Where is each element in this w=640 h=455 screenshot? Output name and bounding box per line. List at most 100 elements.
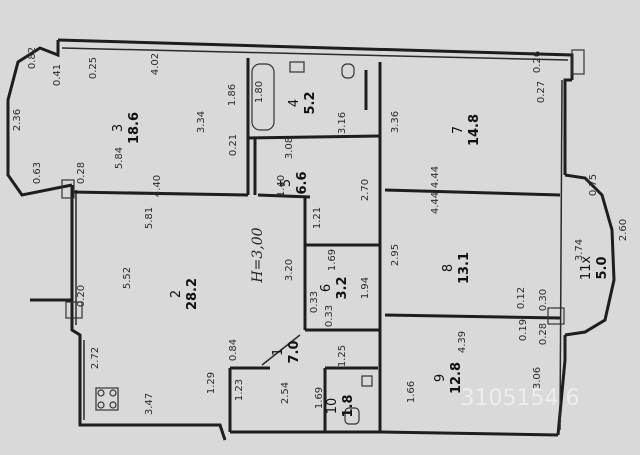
dimension-label: 3.34 [196, 111, 207, 133]
dimension-label: 0.28 [76, 162, 87, 184]
dimension-label: 4.44 [430, 166, 441, 188]
dimension-label: 0.25 [88, 57, 99, 79]
room-7-number: 7 [451, 126, 466, 134]
room-9-number: 9 [433, 374, 448, 382]
room-6-number: 6 [319, 284, 334, 292]
dimension-label: 0.82 [27, 47, 38, 69]
column-icon-4 [547, 307, 565, 325]
dimension-label: 3.06 [532, 367, 543, 389]
room-11x-label: 11x 5.0 [579, 256, 610, 281]
room-labels: 3 18.6 4 5.2 7 14.8 5 6.6 2 28.2 6 3.2 8… [111, 91, 610, 417]
dimension-label: 1.69 [314, 387, 325, 409]
bathtub-icon [251, 63, 275, 131]
dimension-label: 0.30 [538, 289, 549, 311]
dimension-label: 2.70 [360, 179, 371, 201]
dimension-label: 1.21 [312, 207, 323, 229]
dimension-label: 2.36 [12, 109, 23, 131]
dimension-label: 0.12 [516, 287, 527, 309]
dimension-labels: 0.82 0.41 0.25 4.02 2.36 3.34 1.86 1.80 … [12, 47, 629, 415]
room-2-number: 2 [169, 290, 184, 298]
dimension-label: 1.69 [327, 249, 338, 271]
dimension-label: 1.29 [206, 372, 217, 394]
toilet-icon [341, 63, 355, 79]
dimension-label: 3.16 [337, 112, 348, 134]
room-3-area: 18.6 [127, 112, 142, 144]
dimension-label: 0.19 [518, 319, 529, 341]
dimension-label: 3.20 [284, 259, 295, 281]
dimension-label: 0.84 [228, 339, 239, 361]
dimension-label: 2.72 [90, 347, 101, 369]
dimension-label: 2.54 [280, 382, 291, 404]
dimension-label: 0.33 [324, 305, 335, 327]
room-10-number: 10 [325, 398, 340, 415]
dimension-label: 1.80 [254, 81, 265, 103]
dimension-label: 3.47 [144, 393, 155, 415]
dimension-label: 1.94 [360, 277, 371, 299]
dimension-label: 5.81 [144, 207, 155, 229]
room-4-number: 4 [287, 99, 302, 107]
toilet-icon-2 [344, 407, 360, 425]
column-icon-2 [61, 179, 75, 199]
room-1-area: 7.0 [287, 340, 302, 363]
room-6-area: 3.2 [335, 276, 350, 299]
sink-icon-2 [361, 375, 373, 387]
dimension-label: 5.84 [114, 147, 125, 169]
room-10-label: 10 1.8 [325, 394, 356, 417]
room-3-number: 3 [111, 124, 126, 132]
room-7-label: 7 14.8 [451, 114, 482, 146]
dimension-label: 0.20 [76, 285, 87, 307]
dimension-label: 4.44 [430, 192, 441, 214]
bathroom-fixtures [61, 49, 585, 425]
room-8-number: 8 [441, 264, 456, 272]
dimension-label: 0.21 [228, 134, 239, 156]
dimension-label: 0.33 [309, 291, 320, 313]
dimension-label: 4.02 [150, 53, 161, 75]
room-4-area: 5.2 [303, 91, 318, 114]
dimension-label: 0.75 [588, 174, 599, 196]
sink-icon [289, 61, 305, 73]
dimension-label: 0.27 [536, 81, 547, 103]
room-1-number: 1 [271, 348, 286, 356]
dimension-label: 1.66 [406, 381, 417, 403]
dimension-label: 2.95 [390, 244, 401, 266]
room-2-area: 28.2 [185, 278, 200, 310]
room-11x-number: 11x [579, 256, 594, 281]
dimension-label: 0.28 [538, 323, 549, 345]
dimension-label: 3.74 [574, 239, 585, 261]
room-5-label: 5 6.6 [279, 171, 310, 194]
room-1-label: 1 7.0 [271, 340, 302, 363]
room-8-area: 13.1 [457, 252, 472, 284]
room-3-label: 3 18.6 [111, 112, 142, 144]
dimension-label: 3.08 [284, 137, 295, 159]
dimension-label: 0.26 [532, 51, 543, 73]
stove-icon [95, 387, 119, 411]
dimension-label: 3.36 [390, 111, 401, 133]
dimension-label: 1.40 [276, 175, 287, 197]
dimension-label: 5.52 [122, 267, 133, 289]
dimension-label: 4.40 [152, 175, 163, 197]
room-4-label: 4 5.2 [287, 91, 318, 114]
watermark: 3105154 6 [461, 386, 580, 411]
room-11x-area: 5.0 [595, 256, 610, 279]
ceiling-height-label: H=3,00 [250, 227, 266, 283]
room-5-number: 5 [279, 179, 294, 187]
dimension-label: 4.39 [457, 331, 468, 353]
dimension-label: 0.63 [32, 162, 43, 184]
room-9-area: 12.8 [449, 362, 464, 394]
room-10-area: 1.8 [341, 394, 356, 417]
room-2-label: 2 28.2 [169, 278, 200, 310]
dimension-label: 2.60 [618, 219, 629, 241]
dimension-label: 1.23 [234, 379, 245, 401]
column-icon [571, 49, 585, 75]
room-5-area: 6.6 [295, 171, 310, 194]
interior-walls [71, 58, 561, 434]
dimension-label: 1.25 [337, 345, 348, 367]
dimension-label: 1.86 [227, 84, 238, 106]
room-8-label: 8 13.1 [441, 252, 472, 284]
room-6-label: 6 3.2 [319, 276, 350, 299]
dimension-label: 0.41 [52, 64, 63, 86]
room-7-area: 14.8 [467, 114, 482, 146]
room-9-label: 9 12.8 [433, 362, 464, 394]
